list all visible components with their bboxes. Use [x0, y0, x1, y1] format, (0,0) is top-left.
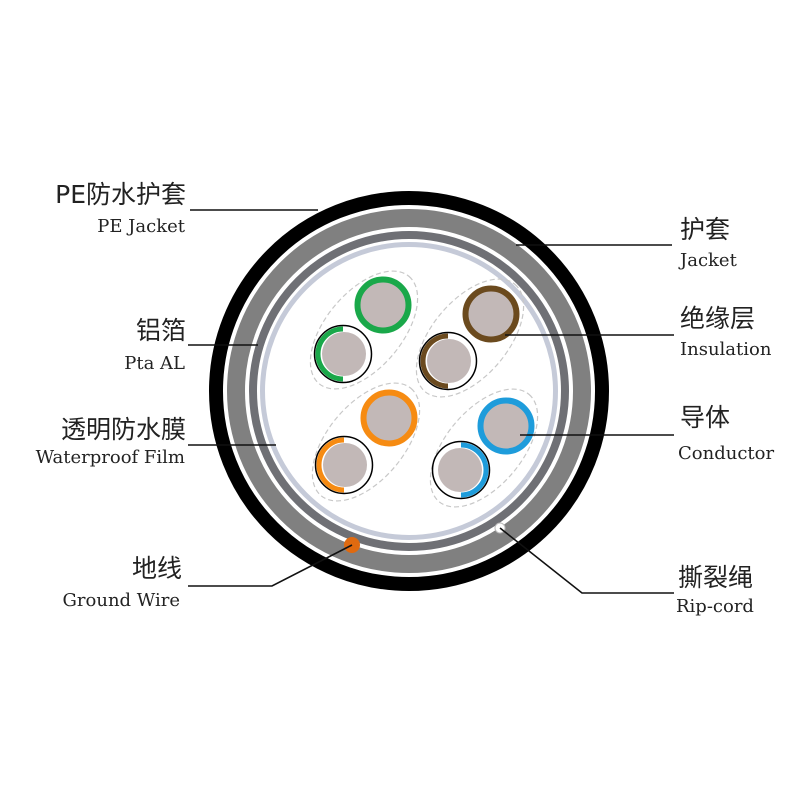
- label-pe-jacket-en: PE Jacket: [97, 216, 186, 237]
- label-waterproof-film-en: Waterproof Film: [36, 447, 185, 468]
- label-rip-cord-zh: 撕裂绳: [678, 563, 753, 592]
- label-insulation-en: Insulation: [680, 339, 772, 360]
- label-rip-cord-en: Rip-cord: [676, 596, 754, 617]
- label-aluminum-foil-en: Pta AL: [124, 353, 185, 374]
- conductor-blue-striped-core: [438, 448, 482, 492]
- conductor-brown-solid: [462, 285, 520, 343]
- label-conductor-en: Conductor: [678, 443, 774, 464]
- label-insulation-zh: 绝缘层: [680, 304, 755, 333]
- label-conductor-zh: 导体: [680, 403, 730, 432]
- left-labels: PE防水护套 PE Jacket 铝箔 Pta AL 透明防水膜 Waterpr…: [36, 180, 186, 611]
- pair-wrap-orange: [311, 382, 421, 502]
- conductor-blue-stripe: [460, 442, 489, 498]
- right-labels: 护套 Jacket 绝缘层 Insulation 导体 Conductor 撕裂…: [676, 215, 774, 617]
- leader-lines: [188, 209, 674, 594]
- conductor-orange-solid: [360, 389, 418, 447]
- pair-wraps: [309, 270, 539, 508]
- pair-wrap-brown: [415, 278, 525, 398]
- conductor-brown-striped-core: [427, 339, 471, 383]
- conductors: [313, 276, 535, 500]
- aluminum-foil-ring: [249, 231, 569, 551]
- conductor-brown-stripe: [420, 333, 449, 389]
- conductor-green-solid: [354, 276, 412, 334]
- conductor-green-stripe: [315, 326, 344, 382]
- conductor-orange-striped-core: [323, 443, 367, 487]
- label-aluminum-foil-zh: 铝箔: [136, 316, 186, 345]
- label-ground-wire-zh: 地线: [132, 554, 182, 583]
- pair-wrap-green: [309, 270, 419, 390]
- cable-layers: [209, 191, 609, 591]
- conductor-orange-stripe: [316, 437, 345, 493]
- leader-ground-wire: [188, 544, 353, 587]
- jacket-ring: [227, 209, 591, 573]
- pe-jacket-ring: [209, 191, 609, 591]
- waterproof-film-ring: [260, 242, 558, 540]
- conductor-blue-solid: [477, 397, 535, 455]
- conductor-green-striped-core: [322, 332, 366, 376]
- label-jacket-en: Jacket: [678, 250, 738, 271]
- leader-rip-cord: [499, 527, 674, 594]
- label-ground-wire-en: Ground Wire: [63, 590, 180, 611]
- label-waterproof-film-zh: 透明防水膜: [61, 415, 186, 444]
- label-pe-jacket-zh: PE防水护套: [55, 180, 186, 209]
- label-jacket-zh: 护套: [680, 215, 730, 244]
- pair-wrap-blue: [429, 388, 539, 508]
